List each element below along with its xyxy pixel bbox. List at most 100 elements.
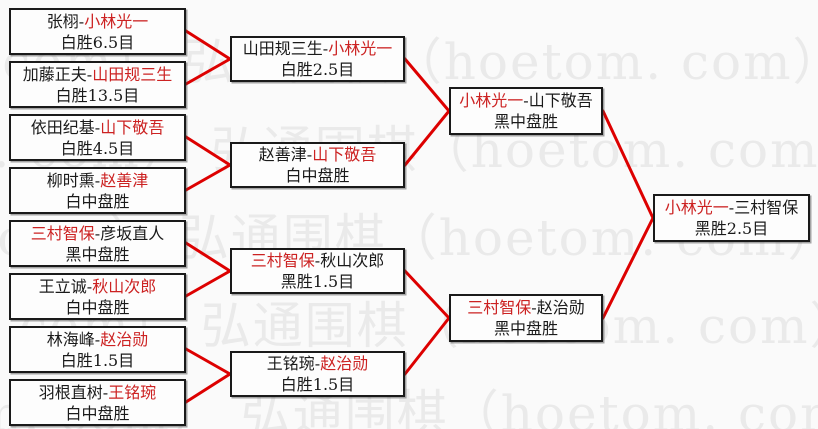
player-separator: - [94,223,101,243]
player-separator: - [314,354,321,373]
match-result: 黑胜2.5目 [694,219,769,238]
player-name: 林海峰 [46,329,95,349]
player-name: 山下敬吾 [528,91,593,110]
player-separator: - [728,198,735,217]
match-box-round2-1: 山田规三生-小林光一白胜2.5目 [230,36,405,82]
winner-name: 赵治勋 [100,329,149,349]
match-players: 羽根直树-王铭琬 [11,382,184,403]
match-result: 白中盘胜 [285,166,350,185]
match-players: 三村智保-秋山次郎 [232,250,403,271]
player-separator: - [94,170,101,190]
match-result: 白中盘胜 [65,297,130,317]
match-result: 白中盘胜 [65,403,130,423]
match-box-round1-8: 羽根直树-王铭琬白中盘胜 [9,379,186,426]
player-separator: - [94,329,101,349]
player-name: 王铭琬 [266,354,315,373]
connector-line [184,241,232,273]
match-result: 黑中盘胜 [493,319,558,338]
match-box-semifinals-1: 小林光一-山下敬吾黑中盘胜 [449,87,603,135]
connector-lines [184,29,655,404]
connector-line [403,316,451,376]
player-separator: - [78,11,85,31]
player-name: 加藤正夫 [22,64,87,84]
winner-name: 赵治勋 [320,354,369,373]
match-box-round2-4: 王铭琬-赵治勋白胜1.5目 [230,351,405,397]
connector-line [184,57,232,86]
match-players: 柳时熏-赵善津 [11,170,184,191]
connector-line [184,372,232,404]
match-players: 加藤正夫-山田规三生 [11,64,184,85]
match-players: 三村智保-赵治勋 [451,297,601,318]
winner-name: 小林光一 [328,39,393,58]
player-separator: - [523,91,529,110]
player-separator: - [531,298,537,317]
connector-line [184,135,232,167]
winner-name: 三村智保 [467,298,532,317]
match-players: 山田规三生-小林光一 [232,38,403,59]
connector-line [403,57,451,113]
match-players: 赵善津-山下敬吾 [232,144,403,165]
match-box-round1-7: 林海峰-赵治勋白胜1.5目 [9,326,186,373]
match-players: 小林光一-山下敬吾 [451,90,601,111]
winner-name: 王铭琬 [108,382,157,402]
match-players: 依田纪基-山下敬吾 [11,117,184,138]
winner-name: 三村智保 [30,223,95,243]
match-players: 张栩-小林光一 [11,11,184,32]
match-box-round1-4: 柳时熏-赵善津白中盘胜 [9,167,186,214]
winner-name: 秋山次郎 [92,276,157,296]
match-result: 黑中盘胜 [65,244,130,264]
player-name: 张栩 [46,11,79,31]
player-name: 赵善津 [258,145,307,164]
player-separator: - [86,64,93,84]
winner-name: 小林光一 [664,198,729,217]
match-box-round2-2: 赵善津-山下敬吾白中盘胜 [230,142,405,188]
match-players: 三村智保-彦坂直人 [11,223,184,244]
player-name: 羽根直树 [38,382,103,402]
match-result: 白胜1.5目 [60,350,135,370]
winner-name: 小林光一 [459,91,524,110]
connector-line [184,29,232,61]
match-box-round1-3: 依田纪基-山下敬吾白胜4.5目 [9,114,186,161]
player-name: 彦坂直人 [100,223,165,243]
connector-line [601,109,655,220]
player-name: 山田规三生 [242,39,323,58]
match-players: 林海峰-赵治勋 [11,329,184,350]
winner-name: 山下敬吾 [100,117,165,137]
match-result: 白胜4.5目 [60,138,135,158]
match-box-round2-3: 三村智保-秋山次郎黑胜1.5目 [230,248,405,294]
winner-name: 赵善津 [100,170,149,190]
player-name: 三村智保 [734,198,799,217]
player-separator: - [102,382,109,402]
match-box-round1-1: 张栩-小林光一白胜6.5目 [9,8,186,55]
match-result: 白胜13.5目 [55,85,140,105]
match-box-round1-2: 加藤正夫-山田规三生白胜13.5目 [9,61,186,108]
match-box-final-1: 小林光一-三村智保黑胜2.5目 [653,194,810,242]
connector-line [601,216,655,320]
winner-name: 小林光一 [84,11,149,31]
player-name: 依田纪基 [30,117,95,137]
match-result: 白胜6.5目 [60,32,135,52]
connector-line [184,163,232,192]
match-result: 黑中盘胜 [493,112,558,131]
player-separator: - [94,117,101,137]
winner-name: 山田规三生 [92,64,173,84]
match-result: 白中盘胜 [65,191,130,211]
player-separator: - [314,251,321,270]
connector-line [403,109,451,167]
winner-name: 三村智保 [250,251,315,270]
match-box-round1-6: 王立诚-秋山次郎白中盘胜 [9,273,186,320]
player-separator: - [322,39,329,58]
player-name: 赵治勋 [536,298,585,317]
winner-name: 山下敬吾 [312,145,377,164]
player-name: 柳时熏 [46,170,95,190]
player-separator: - [86,276,93,296]
match-box-round1-5: 三村智保-彦坂直人黑中盘胜 [9,220,186,267]
match-players: 小林光一-三村智保 [655,197,808,218]
connector-line [184,347,232,376]
player-name: 秋山次郎 [320,251,385,270]
match-result: 白胜2.5目 [280,60,355,79]
match-players: 王铭琬-赵治勋 [232,353,403,374]
match-result: 白胜1.5目 [280,375,355,394]
